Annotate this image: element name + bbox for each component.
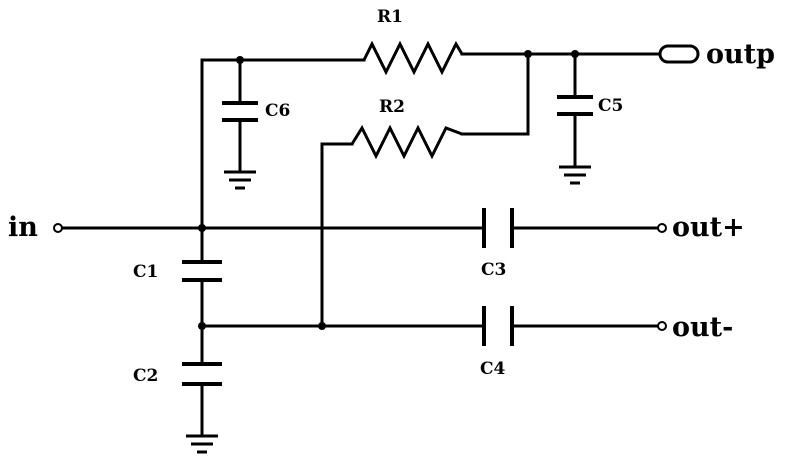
capacitor-c2 bbox=[182, 364, 222, 384]
label-r1: R1 bbox=[377, 7, 403, 27]
junction-dot-r1-node bbox=[524, 50, 532, 58]
capacitor-c4 bbox=[484, 306, 512, 346]
capacitor-c6 bbox=[222, 103, 258, 120]
capacitor-c3 bbox=[484, 208, 512, 248]
terminal-in bbox=[54, 224, 62, 232]
label-c3: C3 bbox=[481, 260, 506, 280]
ground-icon-c5 bbox=[559, 167, 591, 183]
label-r2: R2 bbox=[379, 97, 405, 117]
terminal-out-plus bbox=[658, 224, 666, 232]
label-c5: C5 bbox=[598, 96, 623, 116]
port-label-out-minus: out- bbox=[672, 312, 733, 343]
label-c1: C1 bbox=[133, 262, 158, 282]
junction-dot-c1-c2 bbox=[198, 322, 206, 330]
label-c2: C2 bbox=[133, 366, 158, 386]
junction-dot-c6 bbox=[236, 56, 244, 64]
port-label-outp: outp bbox=[706, 39, 775, 70]
junction-dot-r2-lower bbox=[318, 322, 326, 330]
terminal-out-minus bbox=[658, 322, 666, 330]
port-label-out-plus: out+ bbox=[672, 212, 745, 243]
resistor-r2 bbox=[352, 128, 462, 156]
port-label-in: in bbox=[8, 212, 38, 243]
capacitor-c1 bbox=[182, 262, 222, 280]
label-c6: C6 bbox=[265, 101, 290, 121]
junction-dot-c5 bbox=[571, 50, 579, 58]
ground-icon-c2 bbox=[186, 436, 218, 452]
junction-dot-input bbox=[198, 224, 206, 232]
connector-outp-icon bbox=[660, 46, 698, 62]
label-c4: C4 bbox=[480, 359, 506, 379]
capacitor-c5 bbox=[557, 97, 593, 114]
ground-icon-c6 bbox=[224, 172, 256, 188]
resistor-r1 bbox=[364, 44, 462, 72]
